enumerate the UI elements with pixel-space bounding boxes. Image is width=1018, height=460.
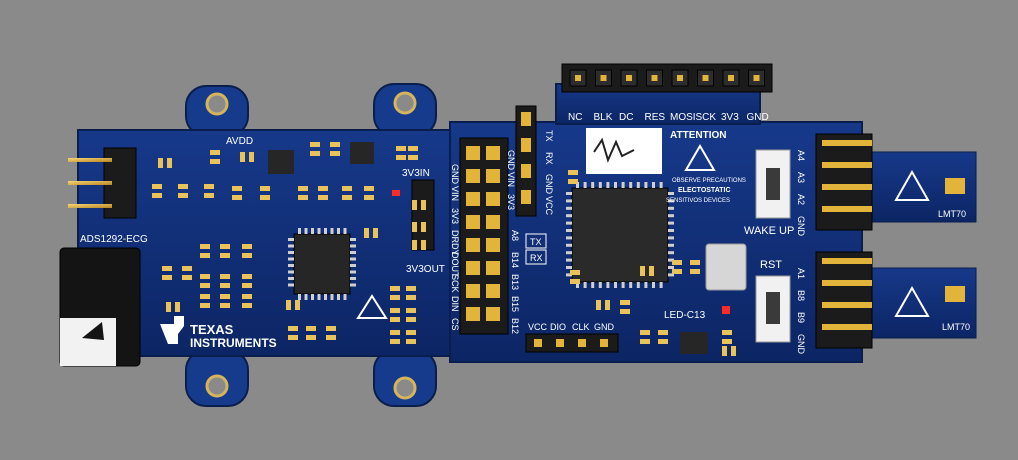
mounting-tabs bbox=[185, 83, 437, 407]
lcd-pin-label: MOSI bbox=[670, 112, 696, 123]
adc-top-pin-label: VIN bbox=[450, 186, 460, 201]
lmt70-label-2: LMT70 bbox=[942, 322, 970, 332]
uart-pin-label: 3V3 bbox=[506, 194, 516, 210]
led-c13 bbox=[722, 306, 730, 314]
smd-components bbox=[152, 142, 736, 356]
swd-pin-label: GND bbox=[594, 322, 615, 332]
swd-pin-label: VCC bbox=[528, 322, 548, 332]
sensor-pin-label: B9 bbox=[796, 312, 806, 323]
sensor-pin-label: A1 bbox=[796, 268, 806, 279]
adc-top-pin-label: CS bbox=[450, 318, 460, 331]
crystal bbox=[705, 243, 747, 291]
lcd-pin-label: RES bbox=[645, 112, 666, 123]
swd-pin-label: CLK bbox=[572, 322, 590, 332]
sensor-pin-label: GND bbox=[796, 216, 806, 237]
ecg-header bbox=[68, 147, 137, 219]
adc-header bbox=[459, 137, 509, 335]
adc-bottom-pin-label: B13 bbox=[510, 274, 520, 290]
wake-up-label: WAKE UP bbox=[744, 225, 794, 237]
led-power bbox=[392, 190, 400, 196]
v3-jumper bbox=[411, 179, 435, 251]
adc-bottom-pin-label: A8 bbox=[510, 230, 520, 241]
ti-brand-line2: INSTRUMENTS bbox=[190, 336, 277, 350]
regulator-2 bbox=[268, 150, 294, 174]
rst-label: RST bbox=[760, 259, 782, 271]
uart-pin-label: VIN bbox=[506, 172, 516, 187]
adc-top-pin-label: 3V3 bbox=[450, 208, 460, 224]
esd-warning bbox=[356, 128, 716, 319]
tx-box bbox=[525, 233, 547, 249]
v3out-label: 3V3OUT bbox=[406, 264, 445, 275]
avdd-label: AVDD bbox=[226, 136, 253, 147]
rx-box bbox=[525, 249, 547, 265]
audio-jack bbox=[59, 247, 141, 367]
lcd-header bbox=[561, 63, 773, 93]
lcd-pin-label: DC bbox=[619, 112, 633, 123]
uart-pin-label: TX bbox=[544, 130, 554, 142]
ads1292-chip bbox=[288, 228, 356, 300]
sensor-pin-label: A2 bbox=[796, 194, 806, 205]
adc-top-pin-label: DOUT bbox=[450, 252, 460, 278]
lcd-pin-label: NC bbox=[568, 112, 582, 123]
regulator-1 bbox=[350, 142, 374, 164]
lmt70-label-1: LMT70 bbox=[938, 209, 966, 219]
sensor-header-1 bbox=[815, 133, 873, 231]
sensor-pin-label: A3 bbox=[796, 172, 806, 183]
sensor-header-2 bbox=[815, 251, 873, 349]
led-label: LED-C13 bbox=[664, 310, 706, 321]
lcd-pin-label: SCK bbox=[696, 112, 717, 123]
swd-header bbox=[525, 333, 619, 353]
esd-line3: SENSITIVOS DEVICES bbox=[666, 198, 730, 204]
uart-pin-label: VCC bbox=[544, 196, 554, 216]
adc-top-pin-label: DRDY bbox=[450, 230, 460, 256]
attention-title: ATTENTION bbox=[670, 130, 726, 141]
rx-box-label: RX bbox=[530, 253, 543, 263]
esd-line2: ELECTOSTATIC bbox=[678, 187, 731, 194]
adc-bottom-pin-label: B14 bbox=[510, 252, 520, 268]
esd-line1: OBSERVE PRECAUTIONS bbox=[672, 178, 746, 184]
sensor-pin-label: GND bbox=[796, 334, 806, 355]
lmt70-board-2: LMT70 bbox=[871, 267, 977, 339]
lcd-pin-label: GND bbox=[747, 112, 769, 123]
mcu-chip bbox=[566, 182, 674, 288]
wake-up-button[interactable] bbox=[755, 149, 791, 219]
adc-top-pin-label: DIN bbox=[450, 296, 460, 312]
uart-pin-label: GND bbox=[506, 150, 516, 171]
reset-button[interactable] bbox=[755, 275, 791, 343]
lcd-pin-label: 3V3 bbox=[721, 112, 739, 123]
adc-top-pin-label: SCK bbox=[450, 274, 460, 293]
sensor-pin-label: A4 bbox=[796, 150, 806, 161]
swd-pin-label: DIO bbox=[550, 322, 566, 332]
v3in-label: 3V3IN bbox=[402, 168, 430, 179]
adc-top-pin-label: GND bbox=[450, 164, 460, 185]
sensor-pin-label: B8 bbox=[796, 290, 806, 301]
tx-box-label: TX bbox=[530, 237, 542, 247]
adc-bottom-pin-label: B12 bbox=[510, 318, 520, 334]
uart-pin-label: RX bbox=[544, 152, 554, 165]
lmt70-board-1: LMT70 bbox=[871, 151, 977, 223]
adc-bottom-pin-label: B15 bbox=[510, 296, 520, 312]
uart-pin-label: GND bbox=[544, 174, 554, 195]
ti-logo: TEXAS INSTRUMENTS bbox=[160, 316, 277, 350]
lcd-pin-label: BLK bbox=[594, 112, 613, 123]
uart-header bbox=[515, 105, 537, 217]
ti-brand-line1: TEXAS bbox=[190, 322, 234, 337]
ecg-chip-label: ADS1292-ECG bbox=[80, 234, 148, 245]
regulator-3 bbox=[680, 332, 708, 354]
